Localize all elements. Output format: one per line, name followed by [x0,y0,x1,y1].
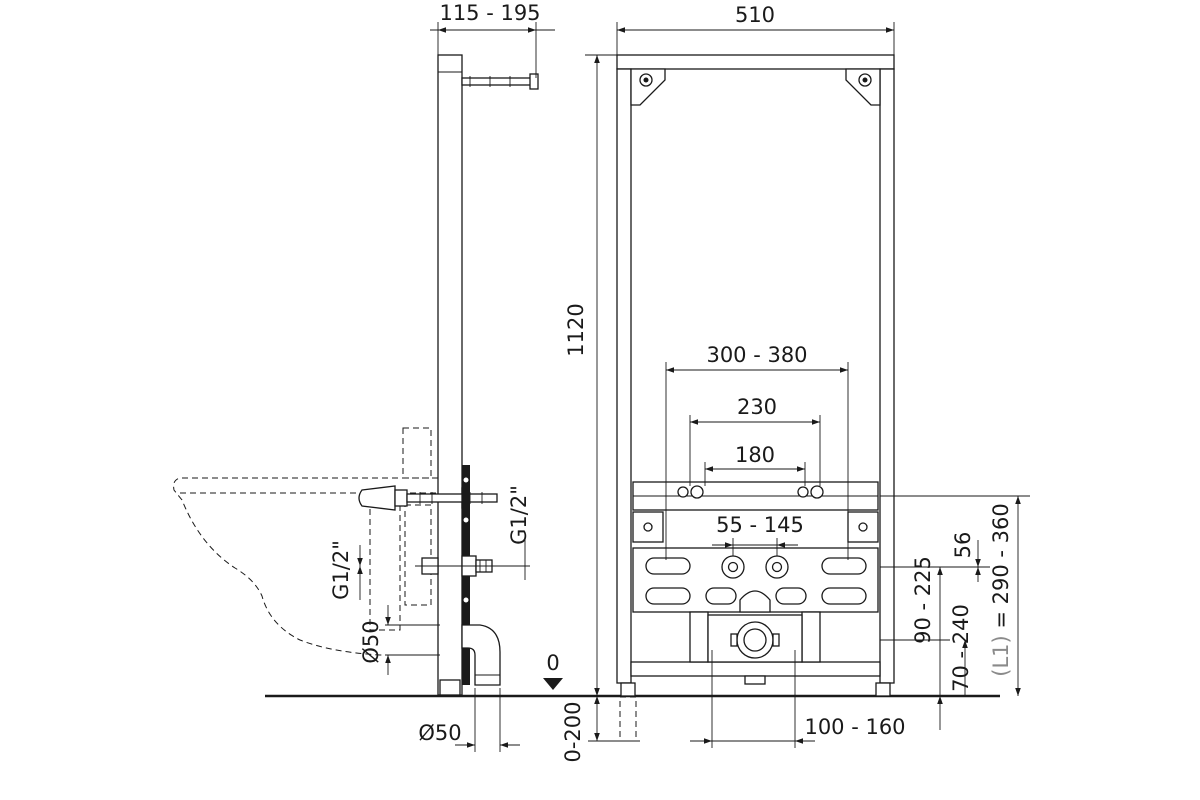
frame-top-rail [616,54,895,70]
side-foot [439,679,461,696]
label-l1: (L1) [989,635,1013,676]
label-depth-range: 115 - 195 [439,1,540,25]
dim-side-waste-front [385,605,440,675]
label-bracket-gap: 56 [951,532,975,559]
label-waste-diameter-front: Ø50 [359,620,383,663]
side-upright [437,54,463,696]
top-right-bracket [845,68,881,106]
dim-depth [430,22,555,78]
label-fixing-height-value: = 290 - 360 [989,503,1013,635]
dim-230 [689,415,821,486]
label-waste-height: 70 - 240 [949,604,973,692]
floor-level-marker [543,678,563,690]
label-supply-spacing: 55 - 145 [716,513,804,537]
side-fixing-cap [358,485,396,511]
frame-right-foot [875,682,891,697]
dim-frame-width [616,22,895,55]
dim-supply-spacing [712,538,798,556]
top-left-bracket [630,68,666,106]
side-waste-bend [461,624,501,686]
bidet-outline [173,477,438,656]
label-supply-thread-side: G1/2" [329,540,353,600]
dim-right-stack [880,495,1030,730]
dim-frame-height [585,54,617,696]
side-fixing-bolt [406,493,498,503]
label-waste-diameter-bottom: Ø50 [418,721,461,745]
label-supply-thread-front: G1/2" [507,485,531,545]
label-supply-height: 90 - 225 [911,556,935,644]
label-frame-width: 510 [735,3,775,27]
frame-left-foot [620,682,636,697]
label-waste-offset: 100 - 160 [804,715,905,739]
dim-foot-adjust [588,696,640,742]
label-180: 180 [735,443,775,467]
frame-right-upright [879,68,895,684]
side-view [173,54,539,696]
label-bolt-range: 300 - 380 [706,343,807,367]
dim-waste-offset [690,650,815,748]
label-frame-height: 1120 [564,303,588,356]
top-wall-anchor [461,77,537,86]
label-floor-level: 0 [546,651,559,675]
label-fixing-height: (L1) = 290 - 360 [989,503,1013,677]
dim-side-supply [357,535,530,600]
dim-side-waste-bottom [455,688,520,752]
label-230: 230 [737,395,777,419]
dim-180 [704,462,806,486]
label-foot-adjust: 0-200 [561,701,585,762]
frame-left-upright [616,68,632,684]
dim-bolt-range [665,362,849,560]
front-view [616,54,895,742]
frame-bottom-rail [630,661,881,677]
